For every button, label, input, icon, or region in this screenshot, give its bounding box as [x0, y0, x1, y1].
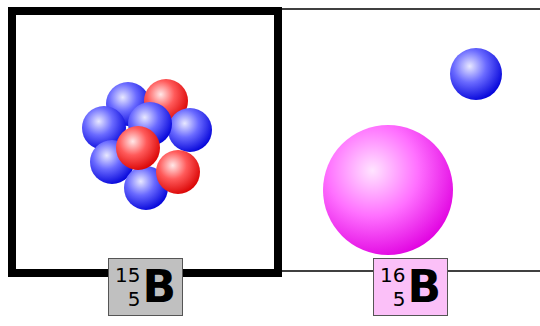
atomic-number: 5: [393, 287, 406, 311]
mass-number: 16: [380, 263, 405, 287]
nuclide-numbers: 155: [115, 263, 140, 311]
neutron-sphere: [450, 48, 502, 100]
isotope-label: 155B: [108, 258, 183, 316]
selected-frame: [12, 11, 278, 273]
mass-number: 15: [115, 263, 140, 287]
nucleus-sphere: [323, 125, 453, 255]
isotope-label: 165B: [373, 258, 448, 316]
element-symbol: B: [142, 262, 176, 312]
element-symbol: B: [407, 262, 441, 312]
panel-line: [280, 8, 540, 10]
atomic-number: 5: [128, 287, 141, 311]
nuclide-numbers: 165: [380, 263, 405, 311]
nucleus: [82, 79, 212, 210]
